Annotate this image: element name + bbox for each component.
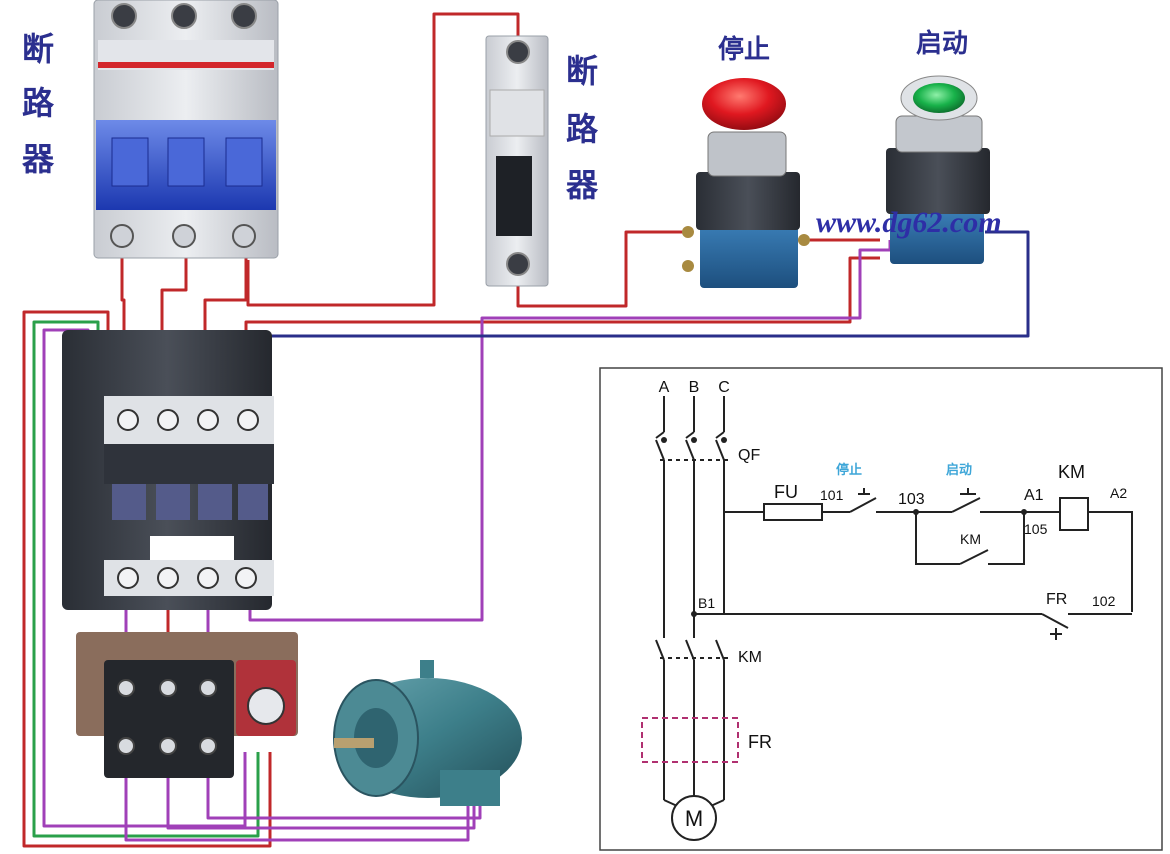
stop-button-label: 停止 xyxy=(718,34,770,65)
breaker-handle-2[interactable] xyxy=(167,137,205,187)
label-breaker-right: 断 路 器 xyxy=(565,52,599,204)
breaker-bottom-screw-2 xyxy=(172,224,196,248)
breaker-left-char-1: 断 xyxy=(22,30,54,68)
schematic-motor xyxy=(671,795,717,841)
breaker-handle-3[interactable] xyxy=(225,137,263,187)
phase-a-label: A xyxy=(659,379,670,396)
stop-symbol-label: 停止 xyxy=(836,462,862,477)
breaker-top-screw-1 xyxy=(111,3,137,29)
stop-mushroom-cap[interactable] xyxy=(702,78,786,130)
breaker-bottom-screw-3 xyxy=(232,224,256,248)
motor-label: M xyxy=(685,806,703,831)
phase-c-label: C xyxy=(718,379,730,396)
overload-dial[interactable] xyxy=(247,687,285,725)
watermark-url: www.dg62.com xyxy=(816,206,1002,239)
small-breaker-handle[interactable] xyxy=(496,156,532,236)
node-105-label: 105 xyxy=(1024,521,1048,537)
contactor xyxy=(62,330,274,610)
breaker-right-char-3: 器 xyxy=(565,166,599,204)
fr-label: FR xyxy=(748,732,772,752)
breaker-top-screw-2 xyxy=(171,3,197,29)
motor-photo xyxy=(333,660,522,806)
breaker-1pole xyxy=(485,35,549,287)
km-main-label: KM xyxy=(738,649,762,666)
fu-label: FU xyxy=(774,482,798,502)
wire-red-loop xyxy=(22,310,272,848)
schematic-fuse xyxy=(763,503,823,521)
wire-red-control xyxy=(516,230,690,308)
breaker-left-char-3: 器 xyxy=(21,140,55,178)
coil-km-label: KM xyxy=(1058,462,1085,482)
start-green-cap[interactable] xyxy=(913,83,965,113)
contactor-window-4 xyxy=(238,484,268,520)
contactor-window-2 xyxy=(156,484,190,520)
breaker-bottom-screw-1 xyxy=(110,224,134,248)
breaker-right-char-2: 路 xyxy=(566,110,599,148)
breaker-top-screw-3 xyxy=(231,3,257,29)
motor-shaft xyxy=(334,738,374,748)
node-101-label: 101 xyxy=(820,487,844,503)
phase-b-label: B xyxy=(689,379,700,396)
breaker-right-char-1: 断 xyxy=(566,52,598,90)
start-symbol-label: 启动 xyxy=(946,462,972,477)
qf-label: QF xyxy=(738,447,760,464)
schematic-panel: A B C QF FU 101 103 停止 启动 A1 A2 KM 105 K… xyxy=(599,367,1163,851)
wire-red-feed xyxy=(246,12,520,307)
coil-a1-label: A1 xyxy=(1024,487,1044,504)
start-button[interactable] xyxy=(886,75,990,264)
breaker-left-char-2: 路 xyxy=(22,84,55,122)
node-b1-label: B1 xyxy=(698,595,715,611)
coil-a2-label: A2 xyxy=(1110,485,1127,501)
schematic-coil xyxy=(1059,497,1089,531)
start-button-label: 启动 xyxy=(916,28,968,59)
thermal-overload-relay xyxy=(76,632,298,778)
label-breaker-left: 断 路 器 xyxy=(21,30,55,178)
fr-contact-label: FR xyxy=(1046,591,1067,608)
wire-fr-motor-2 xyxy=(166,760,476,830)
breaker-handle-1[interactable] xyxy=(111,137,149,187)
contactor-window-1 xyxy=(112,484,146,520)
node-103-label: 103 xyxy=(898,491,925,508)
aux-km-label: KM xyxy=(960,531,981,547)
contactor-window-3 xyxy=(198,484,232,520)
wire-purple-coil xyxy=(248,240,892,622)
stop-button[interactable] xyxy=(682,78,810,288)
wire-fr-motor-1 xyxy=(124,760,470,842)
node-102-label: 102 xyxy=(1092,593,1116,609)
breaker-3pole xyxy=(93,0,279,259)
